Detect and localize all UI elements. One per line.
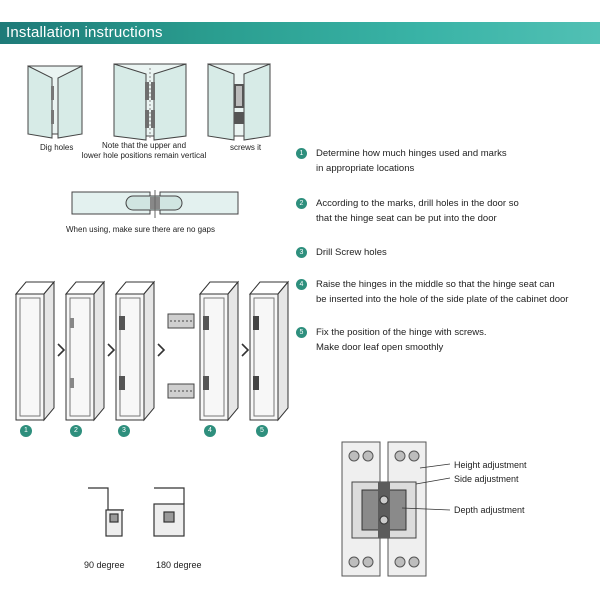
step-5: 5 Fix the position of the hinge with scr… (296, 325, 596, 357)
header-strip (0, 22, 600, 44)
step-5-number: 5 (296, 327, 307, 338)
sequence-number-1: 1 (20, 425, 32, 437)
dig-holes-caption: Dig holes (40, 143, 74, 152)
step-4: 4 Raise the hinges in the middle so that… (296, 277, 596, 309)
opening-angle-diagrams (88, 487, 185, 537)
step-2-number: 2 (296, 198, 307, 209)
page-title: Installation instructions (6, 24, 163, 41)
door-sequence-diagram (15, 281, 289, 421)
sequence-number-2: 2 (70, 425, 82, 437)
step-4-number: 4 (296, 279, 307, 290)
step-1-number: 1 (296, 148, 307, 159)
step-2-line1: According to the marks, drill holes in t… (316, 198, 519, 209)
no-gap-caption: When using, make sure there are no gaps (66, 225, 215, 234)
step-3-line1: Drill Screw holes (316, 247, 387, 258)
angle-180-label: 180 degree (156, 560, 202, 570)
door-step-3 (115, 281, 155, 421)
angle-90-diagram (88, 487, 124, 537)
step-4-line1: Raise the hinges in the middle so that t… (316, 279, 555, 290)
step-4-line2: be inserted into the hole of the side pl… (316, 294, 569, 305)
step-5-line2: Make door leaf open smoothly (316, 342, 444, 353)
angle-180-diagram (153, 487, 185, 537)
step-2-line2: that the hinge seat can be put into the … (316, 213, 497, 224)
sequence-number-4: 4 (204, 425, 216, 437)
side-adjustment-label: Side adjustment (454, 474, 519, 484)
door-step-5 (249, 281, 289, 421)
hinge-adjustment-diagram (341, 441, 451, 577)
depth-adjustment-label: Depth adjustment (454, 505, 525, 515)
angle-90-label: 90 degree (84, 560, 125, 570)
screws-caption: screws it (230, 143, 262, 152)
height-adjustment-label: Height adjustment (454, 460, 527, 470)
step-1-line1: Determine how much hinges used and marks (316, 148, 507, 159)
step-3-number: 3 (296, 247, 307, 258)
note-caption-line2: lower hole positions remain vertical (81, 151, 207, 160)
sequence-number-3: 3 (118, 425, 130, 437)
hole-alignment-diagram (113, 63, 187, 141)
sequence-number-5: 5 (256, 425, 268, 437)
step-1: 1 Determine how much hinges used and mar… (296, 146, 596, 178)
step-1-line2: in appropriate locations (316, 163, 415, 174)
door-step-2 (65, 281, 105, 421)
door-step-1 (15, 281, 55, 421)
note-caption-line1: Note that the upper and (101, 141, 187, 150)
no-gap-diagram (71, 190, 239, 218)
sequence-arrows (57, 343, 250, 357)
step-3: 3 Drill Screw holes (296, 245, 596, 263)
hinge-parts (167, 313, 195, 399)
top-install-diagrams (27, 63, 271, 141)
door-step-4 (199, 281, 239, 421)
step-5-line1: Fix the position of the hinge with screw… (316, 327, 487, 338)
dig-holes-diagram (27, 65, 83, 139)
screw-in-diagram (207, 63, 271, 141)
step-2: 2 According to the marks, drill holes in… (296, 196, 596, 228)
